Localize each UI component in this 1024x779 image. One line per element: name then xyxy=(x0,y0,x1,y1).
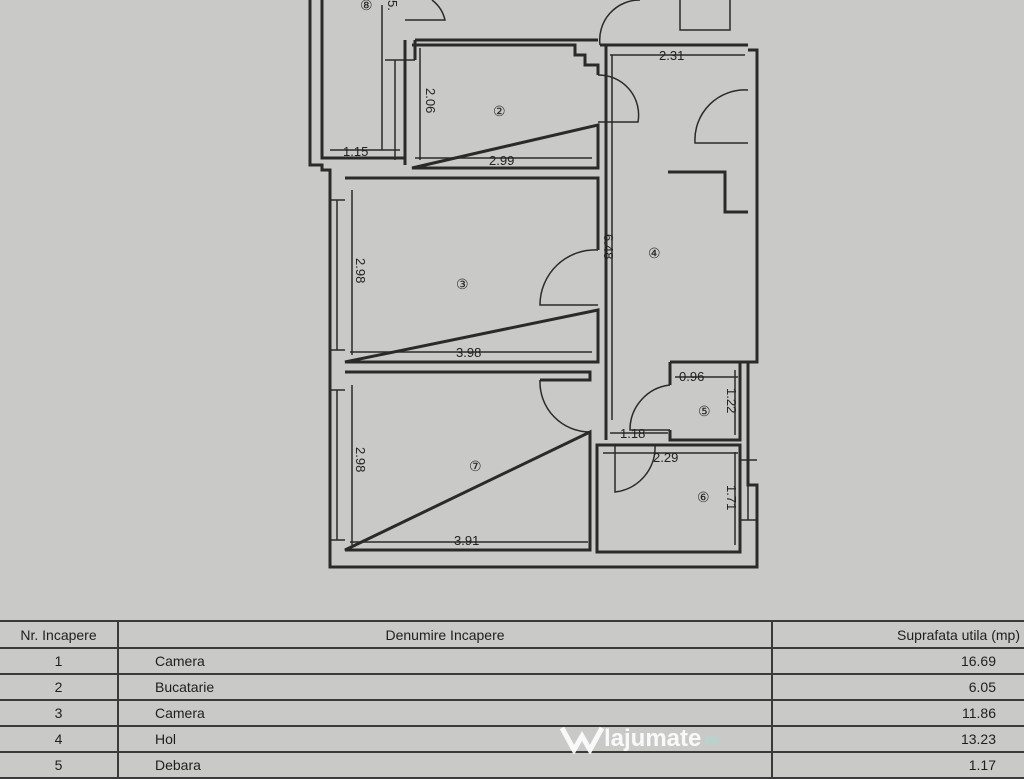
watermark-text: lajumate xyxy=(604,725,702,752)
dim-label: 5. xyxy=(385,0,400,11)
table-row: 4 Hol 13.23 xyxy=(0,725,1024,753)
table-row: 1 Camera 16.69 xyxy=(0,647,1024,675)
cell-nr: 5 xyxy=(0,751,119,779)
dim-label: 2.99 xyxy=(489,153,514,168)
room-label-7: ⑦ xyxy=(469,458,482,474)
table-header-row: Nr. Incapere Denumire Incapere Suprafata… xyxy=(0,620,1024,649)
cell-name: Hol xyxy=(155,731,177,747)
dimension-labels: 5. 1.15 2.06 2.99 2.31 6.48 2.98 3.98 0.… xyxy=(343,0,739,548)
cell-name: Camera xyxy=(155,705,205,721)
cell-area: 16.69 xyxy=(771,647,1024,675)
room-area-table: Nr. Incapere Denumire Incapere Suprafata… xyxy=(0,620,1024,779)
cell-area: 11.86 xyxy=(771,699,1024,727)
room-label-6: ⑥ xyxy=(697,489,710,505)
dim-label: 1.22 xyxy=(724,388,739,413)
lajumate-logo-icon xyxy=(560,726,604,754)
room-label-5: ⑤ xyxy=(698,403,711,419)
room-label-4: ④ xyxy=(648,245,661,261)
cell-area: 1.17 xyxy=(771,751,1024,779)
cell-area: 6.05 xyxy=(771,673,1024,701)
watermark-suffix: .ro xyxy=(702,732,718,746)
dim-label: 2.06 xyxy=(423,88,438,113)
dim-label: 1.15 xyxy=(343,144,368,159)
header-area: Suprafata utila (mp) xyxy=(771,620,1024,649)
cell-name: Camera xyxy=(155,653,205,669)
header-room-name: Denumire Incapere xyxy=(117,620,773,649)
dim-label: 3.91 xyxy=(454,533,479,548)
dim-label: 2.31 xyxy=(659,48,684,63)
room-labels: ⑧ ② ③ ④ ⑤ ⑥ ⑦ xyxy=(360,0,711,505)
room-label-8: ⑧ xyxy=(360,0,373,13)
walls xyxy=(308,0,759,569)
dim-label: 3.98 xyxy=(456,345,481,360)
dimension-lines xyxy=(330,5,745,545)
cell-area: 13.23 xyxy=(771,725,1024,753)
cell-nr: 4 xyxy=(0,725,119,753)
dim-label: 0.96 xyxy=(679,369,704,384)
table-row: 3 Camera 11.86 xyxy=(0,699,1024,727)
cell-name: Bucatarie xyxy=(155,679,215,695)
cell-nr: 2 xyxy=(0,673,119,701)
dim-label: 2.98 xyxy=(353,258,368,283)
room-label-3: ③ xyxy=(456,276,469,292)
dim-label: 2.98 xyxy=(353,447,368,472)
table-row: 2 Bucatarie 6.05 xyxy=(0,673,1024,701)
cell-nr: 1 xyxy=(0,647,119,675)
dim-label: 2.29 xyxy=(653,450,678,465)
watermark-logo: lajumate.ro xyxy=(560,724,718,754)
cell-name: Debara xyxy=(155,757,201,773)
cell-nr: 3 xyxy=(0,699,119,727)
dim-label: 6.48 xyxy=(601,234,616,259)
room-label-2: ② xyxy=(493,103,506,119)
dim-label: 1.71 xyxy=(724,485,739,510)
header-room-number: Nr. Incapere xyxy=(0,620,119,649)
table-row: 5 Debara 1.17 xyxy=(0,751,1024,779)
floor-plan: ⑧ ② ③ ④ ⑤ ⑥ ⑦ 5. 1.15 2.06 2.99 2.31 6.4… xyxy=(308,0,759,569)
dim-label: 1.18 xyxy=(620,426,645,441)
